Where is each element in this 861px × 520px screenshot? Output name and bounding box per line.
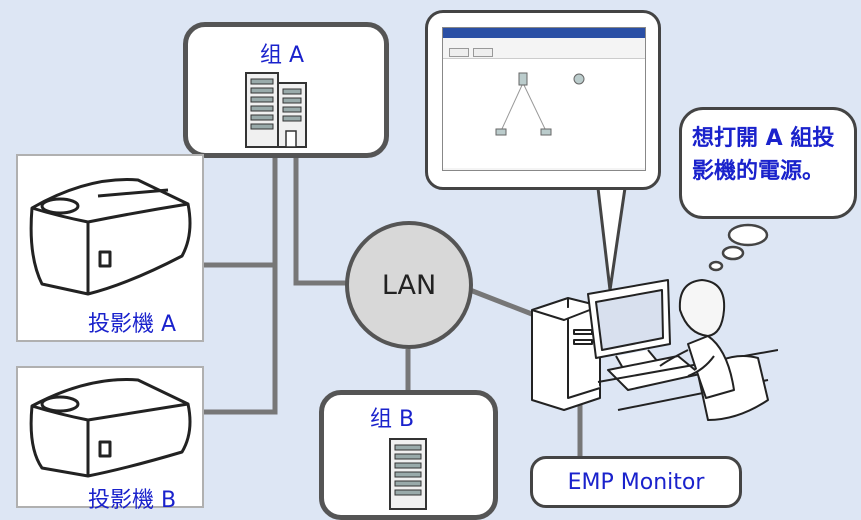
thought-line-1: 想打開 A 組投 xyxy=(692,126,835,151)
projector-a-panel: 投影機 A xyxy=(16,154,204,342)
line-lan-pc xyxy=(469,287,538,319)
emp-monitor-box: EMP Monitor xyxy=(530,456,742,508)
line-projector-b xyxy=(200,265,278,415)
thought-line-2: 影機的電源。 xyxy=(692,159,825,184)
projector-icon xyxy=(29,178,192,296)
group-a-label: 组 A xyxy=(260,43,305,68)
projector-a-label: 投影機 A xyxy=(88,312,177,337)
building-icon xyxy=(245,72,307,148)
screen-callout xyxy=(425,10,661,190)
window-toolbar xyxy=(443,46,645,59)
thought-dots xyxy=(708,223,769,272)
projector-b-label: 投影機 B xyxy=(88,488,177,513)
projector-icon-b xyxy=(29,378,192,478)
projector-b-panel: 投影機 B xyxy=(16,366,204,513)
user-at-computer-illustration xyxy=(531,279,778,421)
lan-node: LAN xyxy=(345,221,473,349)
group-b-label: 组 B xyxy=(370,407,415,432)
lan-label: LAN xyxy=(381,269,437,301)
emp-monitor-label: EMP Monitor xyxy=(567,469,705,495)
group-b-box: 组 B xyxy=(319,390,498,520)
window-canvas xyxy=(443,59,645,168)
window-titlebar xyxy=(443,28,645,38)
emp-monitor-window-thumbnail xyxy=(442,27,646,171)
group-a-box: 组 A xyxy=(183,22,389,158)
building-icon-b xyxy=(389,438,427,510)
window-menubar xyxy=(443,38,645,46)
thought-bubble: 想打開 A 組投 影機的電源。 xyxy=(679,107,857,219)
line-group-a-lan xyxy=(293,130,348,286)
